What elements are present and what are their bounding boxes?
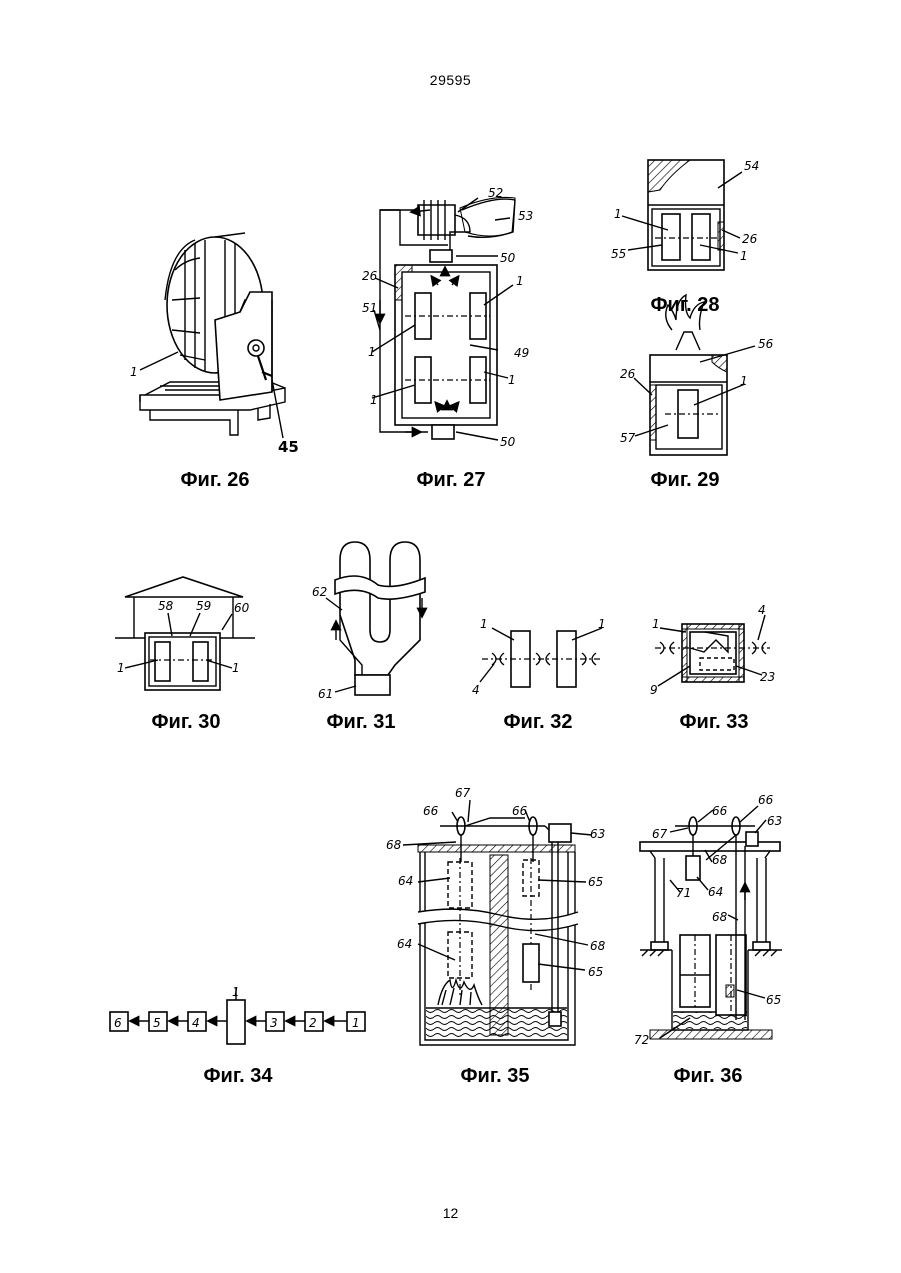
fig-34-label: 4 xyxy=(192,1016,200,1030)
fig-28-drawing: 54 1 26 55 1 xyxy=(611,159,759,270)
fig-35-label: 66 xyxy=(512,804,528,818)
fig-30-label: 1 xyxy=(232,661,240,675)
fig-36-label: 68 xyxy=(712,853,728,867)
fig-34-label: 1 xyxy=(352,1016,360,1030)
fig-26-label: 45 xyxy=(278,438,299,456)
fig-30-caption: Фиг. 30 xyxy=(151,711,220,734)
fig-33-caption: Фиг. 33 xyxy=(679,711,748,734)
fig-28-label: 1 xyxy=(740,249,748,263)
fig-31-caption: Фиг. 31 xyxy=(326,711,395,734)
fig-31-label: 61 xyxy=(318,687,333,701)
fig-29-label: 1 xyxy=(740,374,748,388)
fig-34-label: 5 xyxy=(153,1016,161,1030)
fig-30-drawing: 58 59 60 1 1 xyxy=(115,577,255,690)
fig-30-label: 1 xyxy=(117,661,125,675)
fig-35-label: 63 xyxy=(590,827,605,841)
fig-34-label: 1 xyxy=(232,985,240,999)
fig-26-label: 1 xyxy=(130,365,138,379)
fig-36-caption: Фиг. 36 xyxy=(673,1065,742,1088)
fig-29-label: 26 xyxy=(620,367,636,381)
fig-35-label: 68 xyxy=(590,939,606,953)
fig-35-label: 68 xyxy=(386,838,402,852)
fig-31-label: 62 xyxy=(312,585,327,599)
fig-36-label: 72 xyxy=(634,1033,649,1047)
fig-36-drawing: 66 66 67 63 68 71 64 68 65 72 xyxy=(634,793,782,1047)
fig-27-label: 49 xyxy=(514,346,529,360)
fig-36-label: 71 xyxy=(676,886,691,900)
fig-34-caption: Фиг. 34 xyxy=(203,1065,272,1088)
fig-26-drawing: 1 45 xyxy=(130,233,299,456)
fig-27-label: 50 xyxy=(500,435,516,449)
fig-36-label: 68 xyxy=(712,910,728,924)
fig-27-label: 1 xyxy=(370,393,378,407)
fig-33-label: 1 xyxy=(652,617,660,631)
fig-27-label: 52 xyxy=(488,186,503,200)
fig-32-label: 1 xyxy=(598,617,606,631)
fig-32-label: 4 xyxy=(472,683,480,697)
fig-29-label: 57 xyxy=(620,431,636,445)
fig-35-label: 64 xyxy=(398,874,413,888)
fig-33-label: 4 xyxy=(758,603,766,617)
fig-29-label: 56 xyxy=(758,337,774,351)
fig-36-label: 63 xyxy=(767,814,782,828)
fig-36-label: 66 xyxy=(712,804,728,818)
fig-32-label: 1 xyxy=(480,617,488,631)
fig-27-label: 1 xyxy=(368,345,376,359)
fig-32-caption: Фиг. 32 xyxy=(503,711,572,734)
fig-29-caption: Фиг. 29 xyxy=(650,469,719,492)
fig-35-label: 65 xyxy=(588,965,603,979)
fig-27-label: 1 xyxy=(516,274,524,288)
fig-34-label: 6 xyxy=(114,1016,122,1030)
fig-27-drawing: 52 53 50 26 51 1 1 49 1 1 50 xyxy=(362,186,533,449)
fig-35-label: 67 xyxy=(455,786,471,800)
fig-31-drawing: 62 61 xyxy=(312,542,425,701)
fig-32-drawing: 1 1 4 xyxy=(472,617,606,697)
fig-30-label: 59 xyxy=(196,599,211,613)
fig-34-label: 3 xyxy=(270,1016,278,1030)
fig-30-label: 60 xyxy=(234,601,250,615)
fig-28-label: 26 xyxy=(742,232,758,246)
fig-35-caption: Фиг. 35 xyxy=(460,1065,529,1088)
fig-29-drawing: 56 26 1 57 xyxy=(620,295,774,455)
fig-27-caption: Фиг. 27 xyxy=(416,469,485,492)
fig-26-caption: Фиг. 26 xyxy=(180,469,249,492)
fig-28-label: 55 xyxy=(611,247,626,261)
fig-35-drawing: 67 66 66 63 68 64 65 64 68 65 xyxy=(386,786,606,1045)
fig-33-drawing: 1 4 9 23 xyxy=(650,603,775,697)
fig-28-label: 54 xyxy=(744,159,759,173)
fig-35-label: 66 xyxy=(423,804,439,818)
fig-35-label: 65 xyxy=(588,875,603,889)
fig-28-label: 1 xyxy=(614,207,622,221)
fig-30-label: 58 xyxy=(158,599,174,613)
fig-27-label: 53 xyxy=(518,209,533,223)
fig-27-label: 26 xyxy=(362,269,378,283)
fig-34-label: 2 xyxy=(309,1016,317,1030)
fig-36-label: 64 xyxy=(708,885,723,899)
fig-27-label: 50 xyxy=(500,251,516,265)
fig-35-label: 64 xyxy=(397,937,412,951)
fig-36-label: 67 xyxy=(652,827,668,841)
fig-28-caption: Фиг. 28 xyxy=(650,294,719,317)
fig-36-label: 66 xyxy=(758,793,774,807)
fig-33-label: 23 xyxy=(760,670,775,684)
fig-34-drawing: 6 5 4 1 3 2 1 xyxy=(110,985,365,1044)
fig-33-label: 9 xyxy=(650,683,658,697)
fig-27-label: 1 xyxy=(508,373,516,387)
fig-36-label: 65 xyxy=(766,993,781,1007)
fig-27-label: 51 xyxy=(362,301,377,315)
